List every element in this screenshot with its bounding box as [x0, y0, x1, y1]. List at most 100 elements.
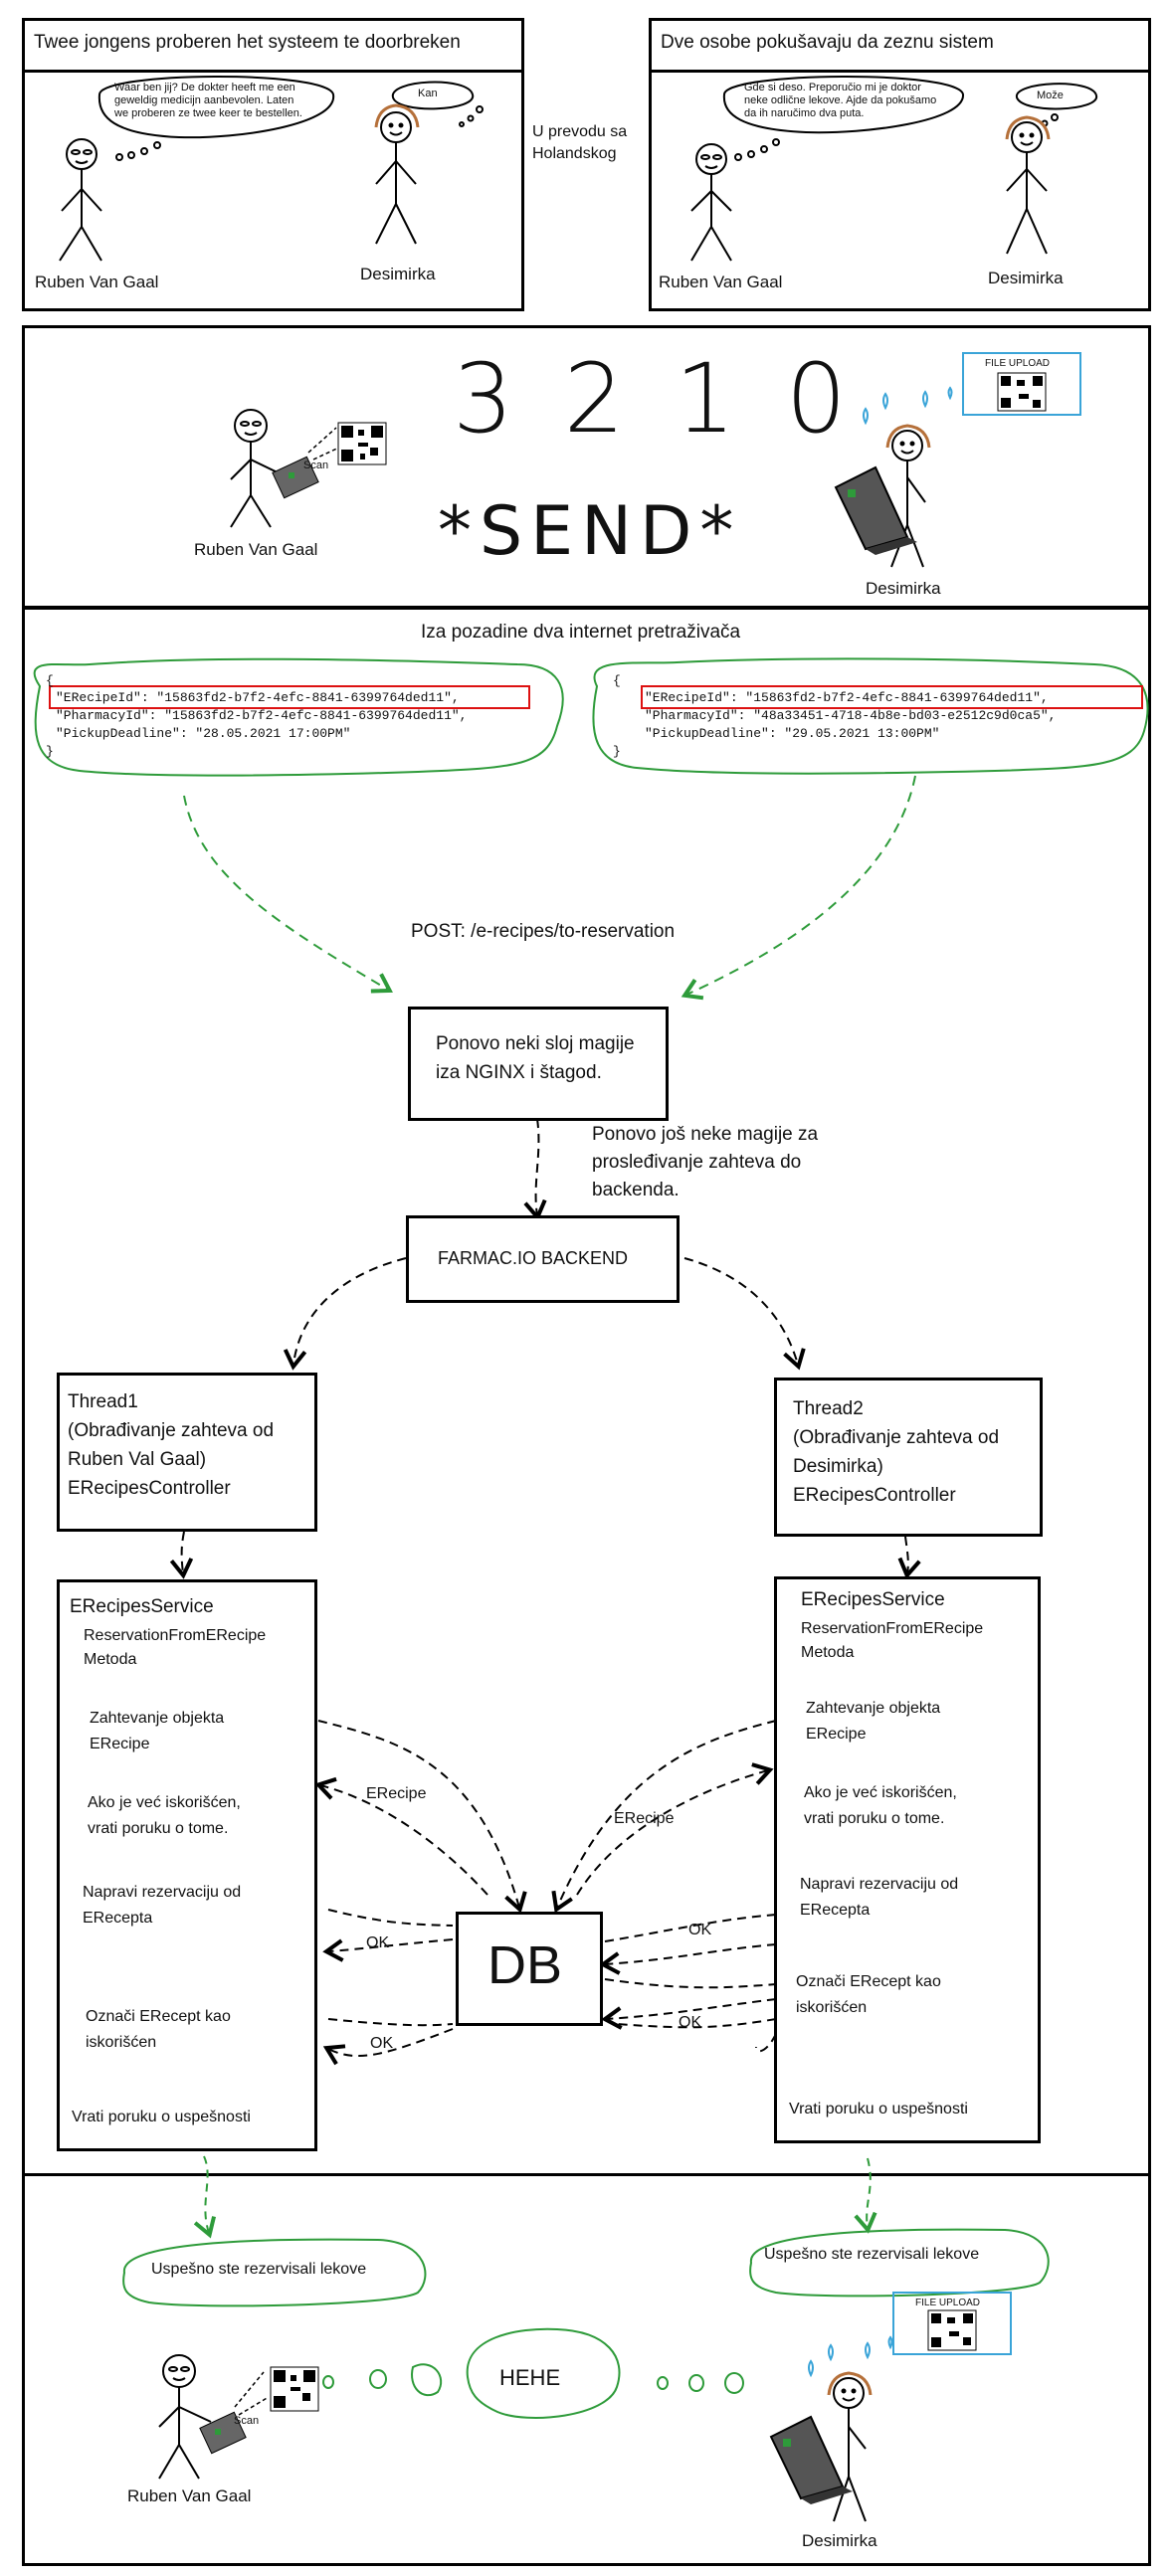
- service-box-left: [57, 1579, 317, 2151]
- panel1-left-title-divider: [22, 70, 524, 73]
- translation-note: U prevodu sa Holandskog: [532, 123, 628, 162]
- success-bubble-left: [122, 2238, 427, 2307]
- ruben-stick-figure-1: [59, 138, 102, 262]
- success-text-right: Uspešno ste rezervisali lekove: [764, 2246, 980, 2263]
- forward-note: Ponovo još neke magije za prosleđivanje …: [592, 1124, 819, 1200]
- service-right-step2: Ako je već iskorišćen, vrati poruku o to…: [804, 1784, 957, 1827]
- panel2-char2-name: Desimirka: [866, 579, 941, 598]
- panel1-right-title: Dve osobe pokušavaju da zeznu sistem: [661, 32, 994, 53]
- success-bubble-right: [749, 2228, 1050, 2298]
- scan-lines-2: [234, 2371, 270, 2416]
- json-left-close: }: [46, 744, 54, 759]
- black-dashed-arrows: [169, 1118, 921, 2066]
- thread2-text: Thread2 (Obrađivanje zahteva od Desimirk…: [793, 1398, 1000, 1506]
- service-left-step4: Označi ERecept kao iskorišćen: [86, 2008, 231, 2051]
- panel2-scan-label: Scan: [303, 460, 329, 471]
- json-cloud-right: [592, 657, 1149, 775]
- erecipe-label-right: ERecipe: [614, 1810, 675, 1827]
- ok-label-right-2: OK: [679, 2014, 702, 2031]
- green-arrows-to-nginx: [183, 775, 916, 1001]
- sweat-drops: [863, 386, 953, 426]
- service-left-step2: Ako je već iskorišćen, vrati poruku o to…: [88, 1794, 241, 1837]
- nginx-box-text: Ponovo neki sloj magije iza NGINX i štag…: [436, 1033, 635, 1083]
- hehe-bubble: [322, 2327, 744, 2420]
- desimirka-stick-figure-2: [1005, 115, 1051, 255]
- panel3-title: Iza pozadine dva internet pretraživača: [421, 622, 741, 643]
- post-endpoint-label: POST: /e-recipes/to-reservation: [411, 921, 676, 942]
- qr-code-icon-2: [270, 2366, 319, 2412]
- send-text: *SEND*: [438, 492, 742, 571]
- service-left-step3: Napravi rezervaciju od ERecepta: [83, 1884, 242, 1927]
- scan-lines: [307, 427, 344, 460]
- desimirka-stick-figure-4: [827, 2371, 873, 2522]
- erecipe-label-left: ERecipe: [366, 1785, 427, 1802]
- ok-label-right-1: OK: [688, 1922, 712, 1938]
- panel1-right-reply-text: Može: [1037, 90, 1064, 101]
- success-text-left: Uspešno ste rezervisali lekove: [151, 2261, 367, 2278]
- file-upload-box-2: [892, 2292, 1012, 2355]
- file-upload-box-1: [962, 352, 1081, 416]
- thread1-box: [57, 1373, 317, 1532]
- panel1-left-title: Twee jongens proberen het systeem te doo…: [34, 32, 461, 53]
- desimirka-stick-figure-1: [374, 103, 420, 245]
- panel2-char1-name: Ruben Van Gaal: [194, 540, 318, 559]
- phone-icon: [272, 456, 319, 499]
- service-left-step5: Vrati poruku o uspešnosti: [72, 2109, 251, 2125]
- ok-label-left-2: OK: [370, 2035, 394, 2052]
- backend-box: [406, 1215, 680, 1303]
- nginx-box: [408, 1007, 669, 1121]
- thread2-box: [774, 1378, 1043, 1537]
- panel2-file-upload-label: FILE UPLOAD: [985, 358, 1051, 369]
- panel4-scan-label: Scan: [234, 2415, 260, 2427]
- laptop-icon-2: [769, 2415, 853, 2504]
- panel1-right-char2-name: Desimirka: [988, 269, 1064, 287]
- ok-label-left-1: OK: [366, 1934, 390, 1951]
- service-right-sub: ReservationFromERecipe Metoda: [801, 1620, 984, 1661]
- panel1-left-bubble-text: Waar ben jij? De dokter heeft me een gew…: [114, 82, 302, 119]
- panel1-left-char1-name: Ruben Van Gaal: [35, 273, 159, 291]
- service-box-right: [774, 1576, 1041, 2143]
- service-left-title: ERecipesService: [70, 1596, 214, 1617]
- countdown-text: 3 2 1 0: [453, 343, 857, 455]
- panel4-char1-name: Ruben Van Gaal: [127, 2486, 252, 2505]
- json-right-line2: "PharmacyId": "48a33451-4718-4b8e-bd03-e…: [645, 708, 1057, 723]
- db-text: DB: [487, 1935, 563, 1995]
- json-right-line3: "PickupDeadline": "29.05.2021 13:00PM": [645, 726, 940, 741]
- panel1-left-char2-name: Desimirka: [360, 265, 436, 283]
- db-box: [456, 1912, 603, 2026]
- ruben-stick-figure-2: [690, 143, 732, 262]
- panel1-right: [649, 18, 1151, 311]
- panel4: [22, 2173, 1151, 2566]
- sweat-drops-2: [808, 2335, 893, 2378]
- panel4-file-upload-label: FILE UPLOAD: [915, 2298, 981, 2308]
- desimirka-stick-figure-3: [885, 424, 931, 568]
- phone-icon-2: [199, 2411, 247, 2455]
- panel1-right-char1-name: Ruben Van Gaal: [659, 273, 783, 291]
- panel1-right-speech-bubble: [722, 76, 965, 161]
- panel1-left-reply-text: Kan: [418, 88, 438, 99]
- ruben-stick-figure-4: [158, 2354, 212, 2480]
- service-right-step3: Napravi rezervaciju od ERecepta: [800, 1876, 959, 1919]
- panel4-char2-name: Desimirka: [802, 2531, 877, 2550]
- green-arrows-to-success: [193, 2155, 877, 2239]
- laptop-icon-1: [834, 465, 917, 555]
- panel1-right-bubble-text: Gde si deso. Preporučio mi je doktor nek…: [744, 82, 937, 119]
- service-left-sub: ReservationFromERecipe Metoda: [84, 1627, 267, 1668]
- json-right-line1: "ERecipeId": "15863fd2-b7f2-4efc-8841-63…: [645, 690, 1049, 705]
- panel1-left-reply-bubble: [391, 81, 484, 127]
- backend-box-text: FARMAC.IO BACKEND: [438, 1248, 629, 1268]
- panel1-right-title-divider: [649, 70, 1151, 73]
- panel1-left-speech-bubble: [97, 76, 335, 161]
- panel1-left: [22, 18, 524, 311]
- json-left-line2: "PharmacyId": "15863fd2-b7f2-4efc-8841-6…: [56, 708, 468, 723]
- json-cloud-left: [33, 657, 564, 777]
- service-right-step1: Zahtevanje objekta ERecipe: [806, 1700, 941, 1743]
- json-right-close: }: [613, 744, 621, 759]
- hehe-text: HEHE: [499, 2365, 561, 2390]
- service-right-step5: Vrati poruku o uspešnosti: [789, 2101, 968, 2117]
- qr-code-icon-1: [337, 422, 387, 465]
- json-left-open: {: [46, 673, 54, 688]
- service-left-step1: Zahtevanje objekta ERecipe: [90, 1710, 225, 1752]
- json-right-open: {: [613, 673, 621, 688]
